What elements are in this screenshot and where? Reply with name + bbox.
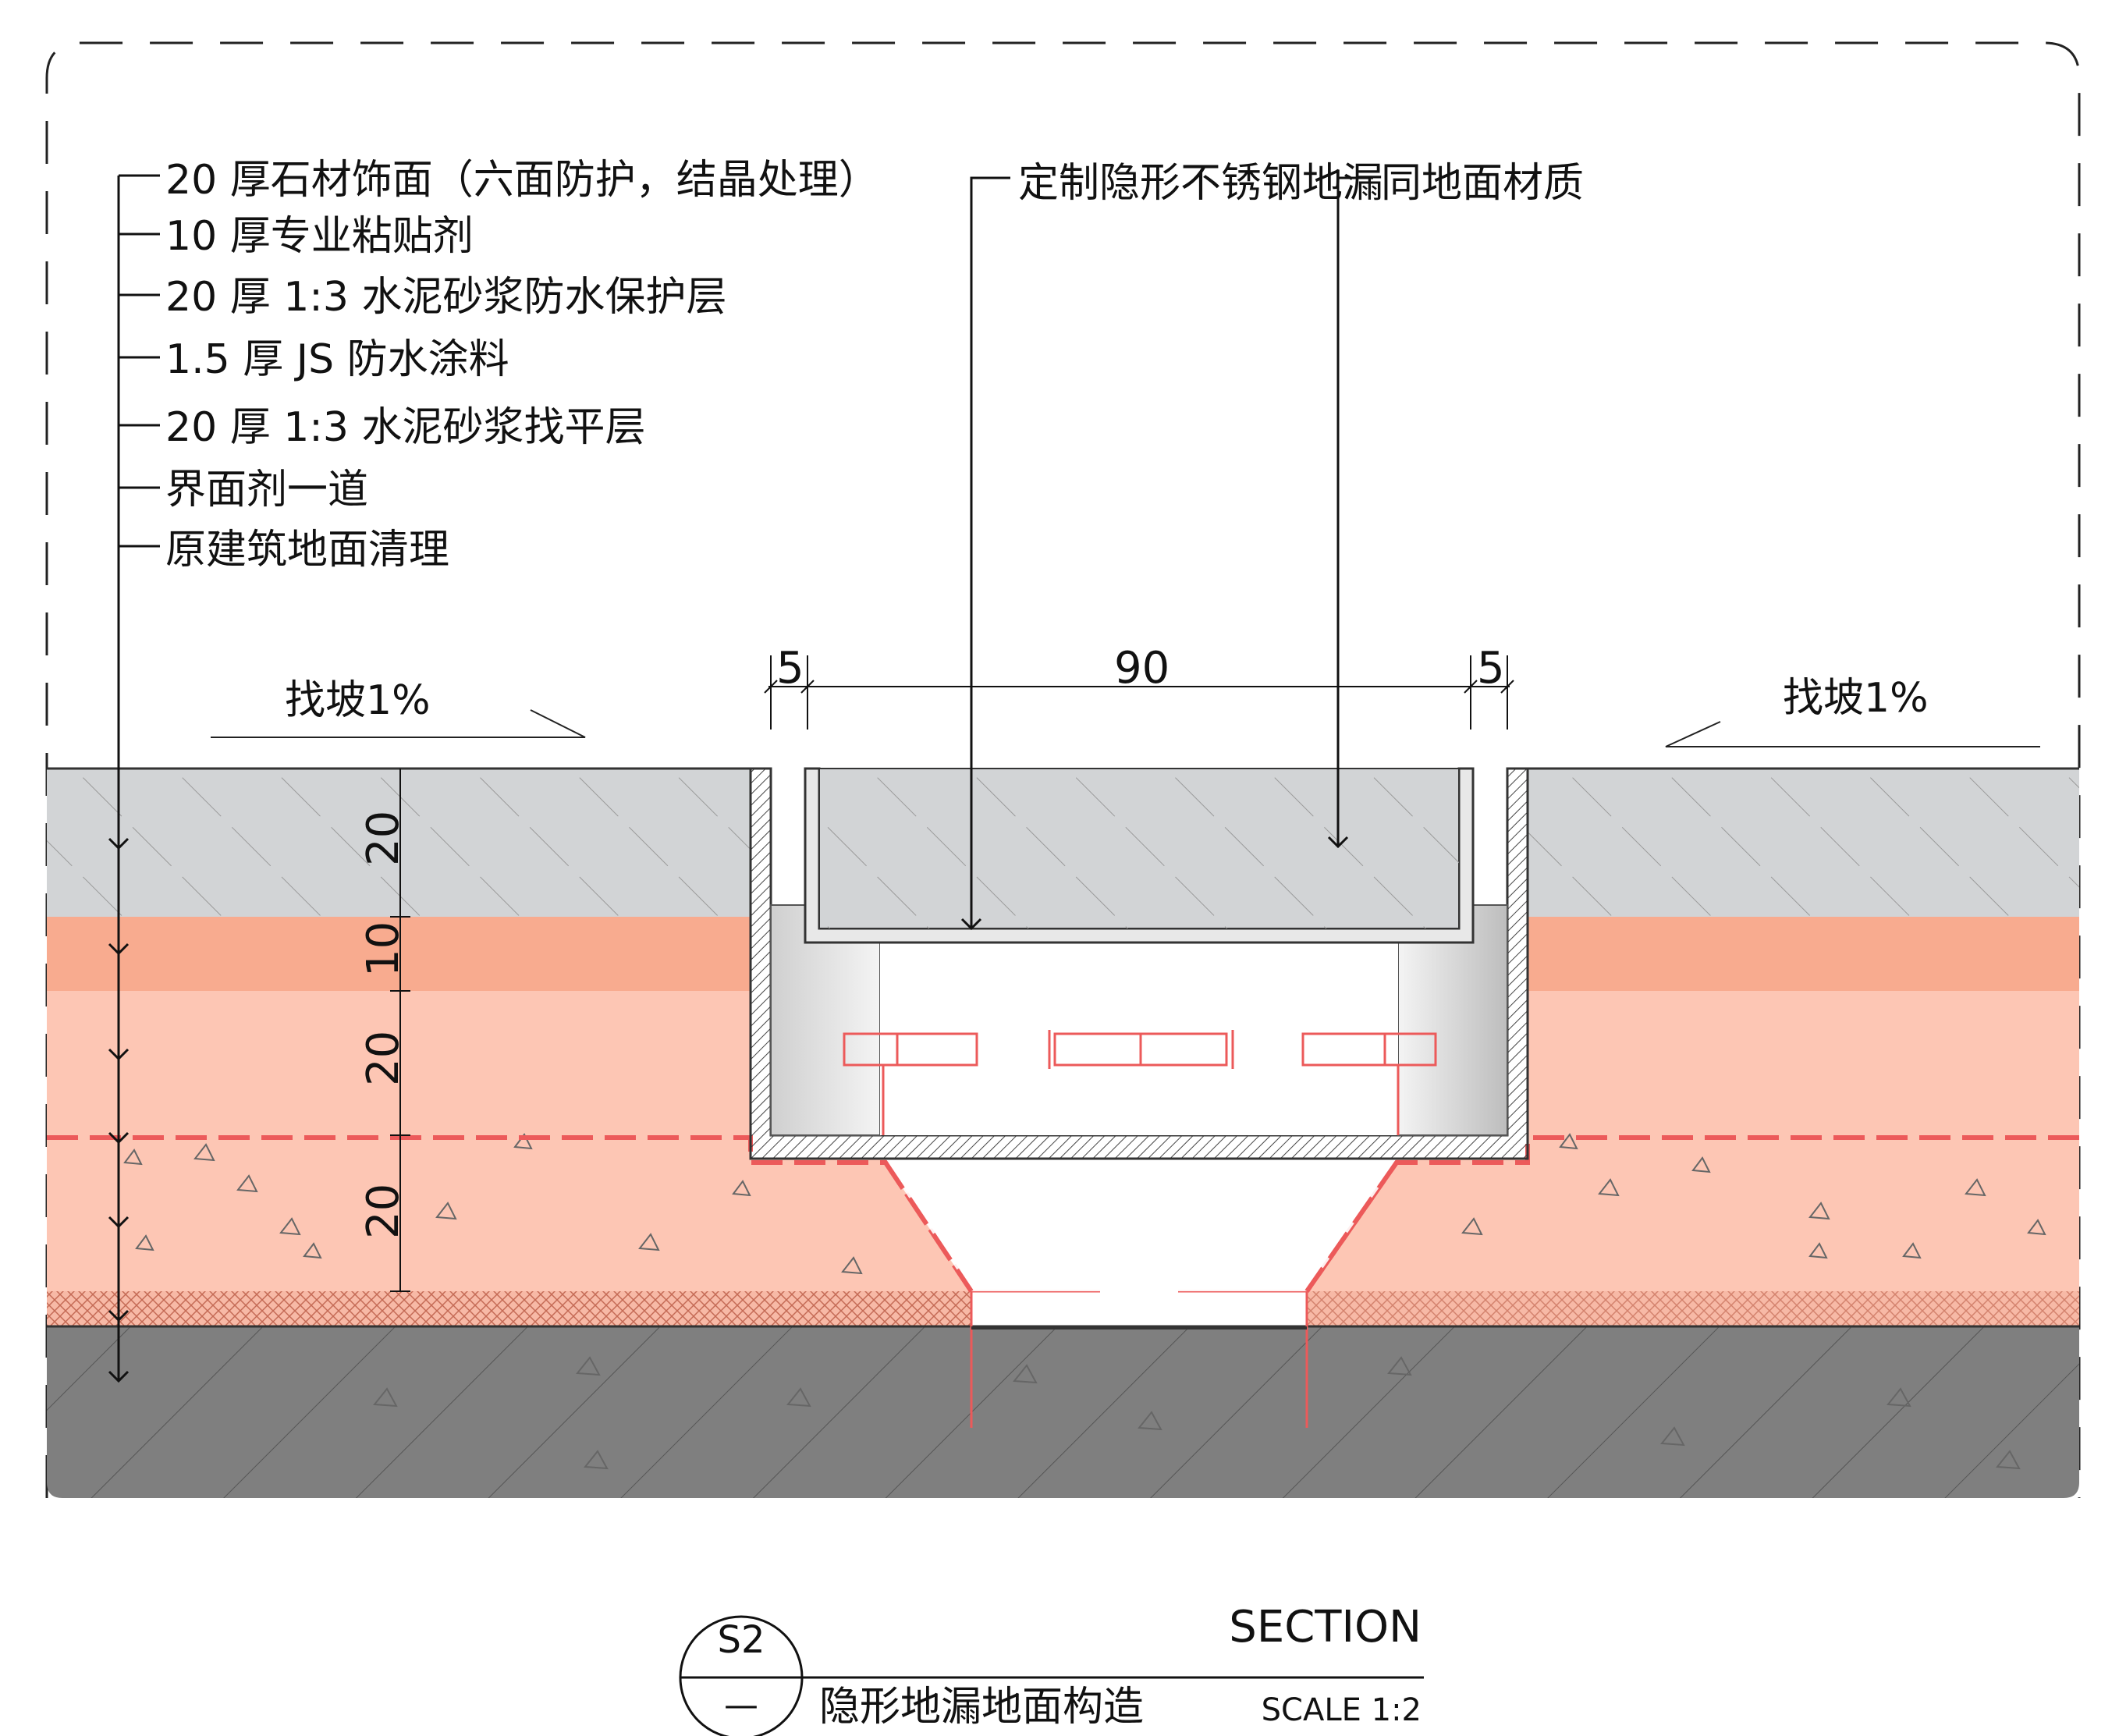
dim-side-protection: 20 — [358, 1031, 409, 1086]
drawing-title: 隐形地漏地面构造 — [819, 1684, 1144, 1731]
layer-label-base: 原建筑地面清理 — [165, 527, 449, 573]
title-block: S2 — SECTION 隐形地漏地面构造 SCALE 1:2 — [679, 1602, 1424, 1736]
slope-marker-right: 找坡1% — [1665, 675, 2040, 747]
side-dimensions — [390, 769, 410, 1292]
callout-cover: 同地面材质 — [1381, 160, 1584, 207]
layer-label-interface: 界面剂一道 — [165, 467, 368, 513]
layer-leaders — [108, 174, 160, 1383]
callout-leaders — [960, 176, 1373, 931]
layer-label-adhesive: 10 厚专业粘贴剂 — [165, 213, 474, 260]
top-dimensions — [764, 655, 1514, 730]
floor-layers — [47, 767, 2079, 1498]
drawing-scale: SCALE 1:2 — [1262, 1692, 1422, 1728]
callout-drain: 定制隐形不锈钢地漏 — [1018, 160, 1383, 207]
adhesive-layer-right — [1528, 917, 2079, 991]
leveling-mortar — [47, 1135, 971, 1291]
section-marker-id: S2 — [717, 1618, 765, 1662]
layer-label-stone: 20 厚石材饰面（六面防护，结晶处理） — [165, 157, 879, 204]
stainless-drain — [749, 767, 1529, 1428]
frame-border — [45, 41, 2081, 1498]
layer-label-waterproofing: 1.5 厚 JS 防水涂料 — [165, 336, 509, 383]
slope-label-left: 找坡1% — [285, 677, 431, 724]
aggregate-marks — [123, 1133, 2046, 1470]
protection-mortar-left — [47, 991, 751, 1135]
dim-side-leveling: 20 — [358, 1184, 409, 1239]
section-label: SECTION — [1229, 1602, 1422, 1653]
layer-label-protection: 20 厚 1:3 水泥砂浆防水保护层 — [165, 274, 726, 321]
dim-left: 5 — [776, 643, 804, 694]
slope-marker-left: 找坡1% — [211, 677, 586, 738]
dim-side-stone: 20 — [358, 811, 409, 866]
layer-label-list: 20 厚石材饰面（六面防护，结晶处理） 10 厚专业粘贴剂 20 厚 1:3 水… — [165, 157, 879, 573]
section-marker-sheet: — — [724, 1685, 758, 1725]
layer-label-leveling: 20 厚 1:3 水泥砂浆找平层 — [165, 404, 645, 451]
adhesive-layer-left — [47, 917, 751, 991]
dim-side-adhesive: 10 — [358, 921, 409, 977]
protection-mortar-right — [1528, 991, 2079, 1135]
dim-center: 90 — [1114, 643, 1170, 694]
slope-label-right: 找坡1% — [1783, 675, 1929, 722]
dim-right: 5 — [1477, 643, 1505, 694]
